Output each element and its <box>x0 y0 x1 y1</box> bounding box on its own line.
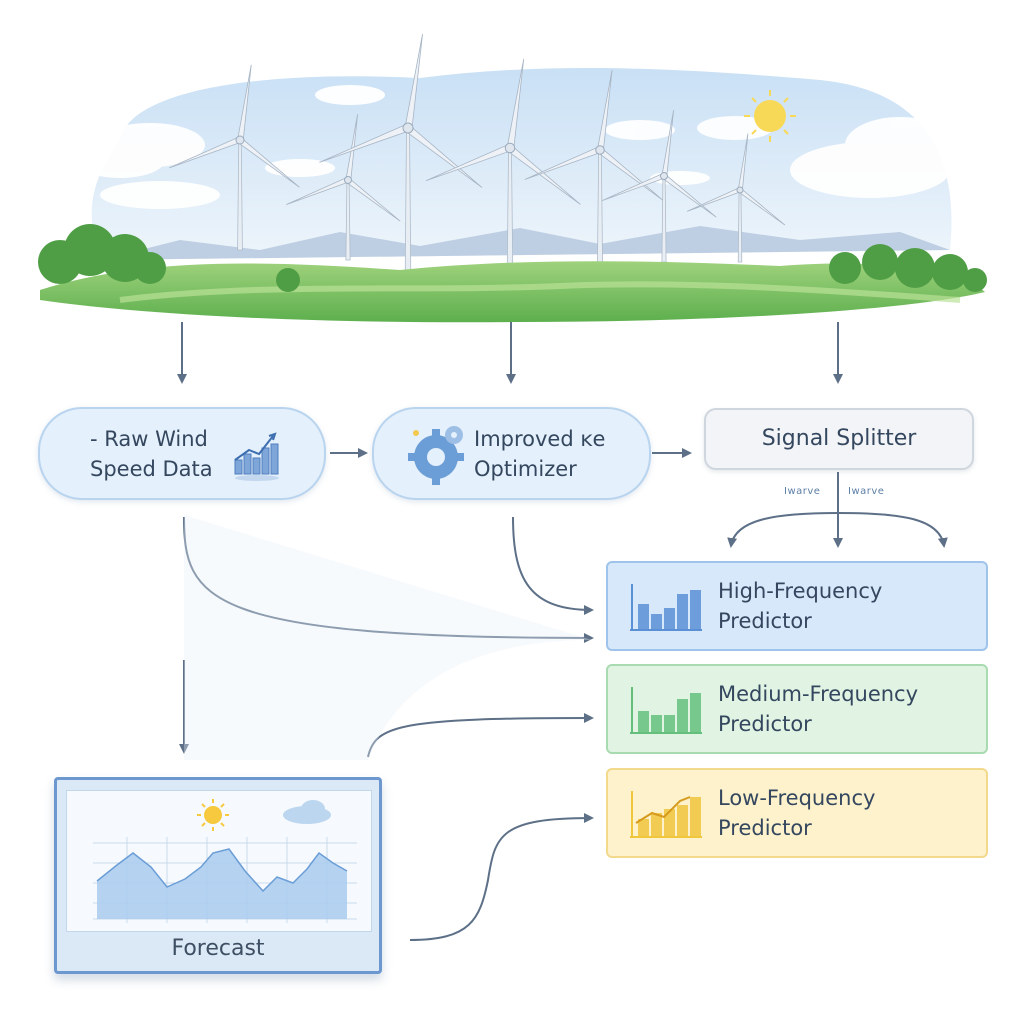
sun-icon <box>744 90 796 142</box>
icon-bar <box>638 604 649 630</box>
icon-bar <box>677 594 688 630</box>
wind-turbine <box>286 114 401 261</box>
bar-chart-icon <box>630 687 702 734</box>
low-frequency-predictor[interactable]: Low-Frequency Predictor <box>606 768 988 858</box>
splitter-branch-label-left: Iwarve <box>784 486 821 497</box>
arrow-raw-to-high <box>183 516 594 643</box>
cloud-icon <box>283 800 331 824</box>
bar-chart-icon <box>630 584 702 631</box>
wind-turbine <box>686 133 786 263</box>
low-predictor-label-line1: Low-Frequency <box>718 786 876 810</box>
growth-chart-icon <box>234 431 279 481</box>
icon-bar <box>664 809 675 837</box>
cloud-icon <box>75 85 955 209</box>
raw-data-label-line1: - Raw Wind <box>90 426 208 451</box>
signal-splitter-node[interactable]: Signal Splitter <box>704 408 974 470</box>
icon-bar <box>638 819 649 837</box>
forecast-screen <box>66 790 372 932</box>
icon-bar <box>651 715 662 733</box>
wind-turbine <box>169 64 300 251</box>
forecast-label: Forecast <box>171 936 265 961</box>
arrow-forecast-to-low <box>409 813 594 941</box>
icon-bar <box>651 614 662 630</box>
icon-bar <box>664 715 675 733</box>
icon-bar <box>690 590 701 630</box>
arrow-splitter-branch-left <box>727 512 839 548</box>
optimizer-label-line1: Improved ĸe <box>474 426 606 451</box>
wind-turbines <box>169 34 786 301</box>
raw-data-node[interactable]: - Raw Wind Speed Data <box>38 407 326 500</box>
high-frequency-predictor[interactable]: High-Frequency Predictor <box>606 561 988 651</box>
icon-bar <box>651 813 662 837</box>
wind-turbine <box>524 70 664 263</box>
wind-turbine <box>602 110 717 263</box>
icon-bar <box>677 699 688 733</box>
forecast-panel[interactable]: Forecast <box>54 777 382 974</box>
medium-frequency-predictor[interactable]: Medium-Frequency Predictor <box>606 664 988 754</box>
icon-bar <box>690 693 701 733</box>
raw-data-label-line2: Speed Data <box>90 456 213 481</box>
icon-bar <box>664 608 675 630</box>
icon-bar <box>638 711 649 733</box>
arrow-splitter-branch-right <box>837 512 948 548</box>
wind-farm-landscape <box>38 34 987 323</box>
medium-predictor-label-line1: Medium-Frequency <box>718 682 919 706</box>
optimizer-node[interactable]: Improved ĸe Optimizer <box>372 407 651 500</box>
low-predictor-label-line2: Predictor <box>718 816 812 840</box>
splitter-branch-label-right: Iwarve <box>848 486 885 497</box>
icon-bar <box>677 805 688 837</box>
optimizer-label-line2: Optimizer <box>474 456 577 481</box>
high-predictor-label-line2: Predictor <box>718 609 812 633</box>
wind-turbine <box>319 34 483 301</box>
wind-turbine <box>425 58 581 279</box>
forecast-chart <box>93 799 357 923</box>
arrow-optimizer-to-high <box>512 516 594 615</box>
bar-chart-icon <box>630 791 702 838</box>
hills <box>40 261 985 323</box>
medium-predictor-label-line2: Predictor <box>718 712 812 736</box>
signal-splitter-label: Signal Splitter <box>761 426 917 451</box>
high-predictor-label-line1: High-Frequency <box>718 579 883 603</box>
trees <box>38 224 987 292</box>
arrow-to-medium <box>367 713 594 758</box>
gears-icon <box>408 425 464 485</box>
mountains <box>100 226 950 260</box>
icon-bar <box>690 797 701 837</box>
sun-icon <box>197 799 229 831</box>
